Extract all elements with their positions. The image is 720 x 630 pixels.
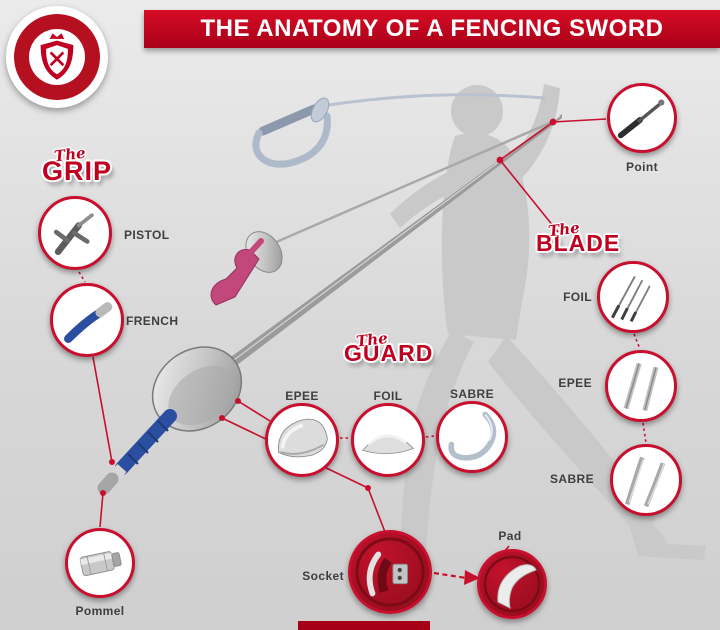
pommel-label: Pommel: [75, 604, 125, 618]
foil-sword: [210, 120, 553, 306]
guard-word: GUARD: [344, 340, 434, 366]
logo-core: [29, 29, 85, 85]
connector-dots: [100, 118, 557, 585]
grip-word: GRIP: [42, 156, 113, 186]
blade-point-icon: [617, 99, 665, 139]
epee-blade-icon: [623, 362, 659, 412]
sabre-guard-circle: [436, 401, 508, 473]
guard-foil-label: FOIL: [373, 389, 403, 403]
pistol-grip-icon: [53, 213, 94, 256]
sabre-sword: [252, 93, 546, 168]
pommel-icon: [79, 551, 122, 577]
guard-epee-label: EPEE: [285, 389, 319, 403]
foil-blade-icon: [611, 275, 651, 323]
foil-guard-icon: [361, 434, 415, 455]
french-grip-circle: [50, 283, 124, 357]
epee-guard-circle: [265, 403, 339, 477]
guard-section-title: The GUARD: [344, 329, 434, 366]
french-label: FRENCH: [126, 314, 179, 328]
french-grip-icon: [64, 302, 113, 343]
footer-ribbon: [298, 621, 430, 630]
socket-icon: [355, 537, 425, 607]
epee-guard-icon: [277, 418, 328, 458]
epee-blade-circle: [605, 350, 677, 422]
pistol-label: PISTOL: [124, 228, 170, 242]
foil-guard-circle: [351, 403, 425, 477]
sabre-blade-icon: [625, 456, 666, 508]
foil-blade-circle: [597, 261, 669, 333]
crest-icon: [40, 33, 74, 80]
blade-foil-label: FOIL: [563, 290, 592, 304]
pommel-circle: [65, 528, 135, 598]
header-banner: THE ANATOMY OF A FENCING SWORD: [144, 10, 720, 48]
pad-circle: [477, 549, 547, 619]
socket-label: Socket: [302, 569, 344, 583]
blade-epee-label: EPEE: [558, 376, 592, 390]
logo-ring: [14, 14, 100, 100]
point-label: Point: [626, 160, 658, 174]
pad-icon: [483, 555, 541, 613]
socket-circle: [348, 530, 432, 614]
page-title: THE ANATOMY OF A FENCING SWORD: [200, 15, 664, 42]
blade-sabre-label: SABRE: [549, 472, 594, 486]
pad-label: Pad: [498, 529, 522, 543]
point-circle: [607, 83, 677, 153]
sabre-guard-icon: [448, 411, 497, 461]
pistol-grip-circle: [38, 196, 112, 270]
sabre-blade-circle: [610, 444, 682, 516]
arrowhead-icon: [464, 570, 480, 585]
club-logo: [6, 6, 108, 108]
guard-sabre-label: SABRE: [449, 387, 494, 401]
blade-section-title: The BLADE: [536, 219, 621, 256]
blade-word: BLADE: [536, 230, 621, 256]
epee-sword: [97, 114, 562, 495]
grip-section-title: The GRIP: [42, 144, 113, 186]
